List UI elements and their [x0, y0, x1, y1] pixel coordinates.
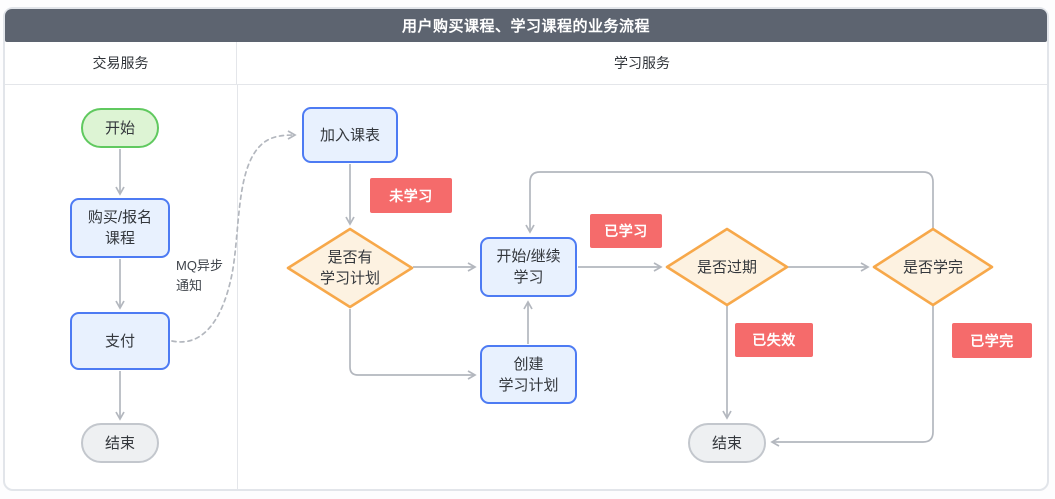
start-node: 开始 — [81, 108, 159, 148]
badge-invalid: 已失效 — [735, 323, 813, 357]
lane-title-transaction: 交易服务 — [5, 42, 237, 84]
badge-learned: 已学习 — [590, 214, 662, 248]
create-plan-node: 创建 学习计划 — [480, 345, 577, 404]
lane-header-row: 交易服务 学习服务 — [5, 42, 1047, 85]
decision-is-finished-label: 是否学完 — [902, 258, 963, 276]
pay-node: 支付 — [70, 312, 170, 370]
decision-is-expired-label: 是否过期 — [696, 258, 757, 276]
page-title: 用户购买课程、学习课程的业务流程 — [401, 18, 650, 35]
badge-not-learned: 未学习 — [370, 178, 452, 213]
start-learn-node: 开始/继续 学习 — [480, 237, 577, 297]
mq-notify-label: MQ异步 通知 — [176, 258, 223, 294]
lane-title-learning: 学习服务 — [614, 55, 670, 71]
end-node-right: 结束 — [688, 423, 766, 463]
diagram-header: 用户购买课程、学习课程的业务流程 — [5, 9, 1047, 42]
join-schedule-node: 加入课表 — [302, 107, 398, 163]
decision-has-plan-label: 是否有 学习计划 — [319, 249, 380, 287]
end-node-left: 结束 — [81, 423, 159, 463]
buy-course-node: 购买/报名 课程 — [70, 198, 170, 258]
badge-done: 已学完 — [952, 323, 1032, 358]
